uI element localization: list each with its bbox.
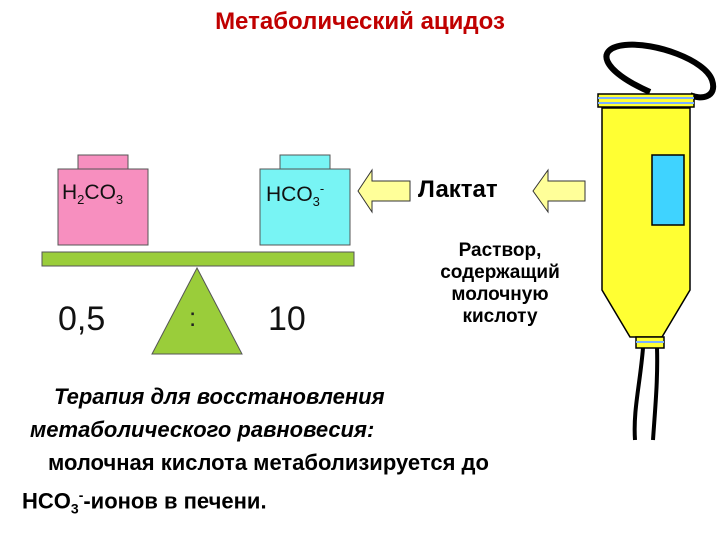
- right-weight-label: HCO3-: [266, 181, 325, 210]
- ratio-separator: :: [189, 302, 197, 332]
- lactate-label: Лактат: [418, 176, 498, 203]
- therapy-line-2: метаболического равновесия:: [30, 417, 375, 442]
- left-ratio-value: 0,5: [58, 300, 106, 338]
- solution-description: Раствор, содержащий молочную кислоту: [440, 240, 560, 327]
- therapy-line-3: молочная кислота метаболизируется до: [48, 450, 489, 475]
- arrow-from-bag-icon: [532, 168, 586, 214]
- left-weight: [57, 154, 149, 246]
- therapy-line-1: Терапия для восстановления: [54, 384, 385, 409]
- left-weight-label: H2CO3: [62, 181, 124, 208]
- fulcrum-triangle: [151, 266, 243, 355]
- balance-beam: [41, 251, 355, 267]
- right-ratio-value: 10: [268, 300, 306, 338]
- therapy-line-4: HCO3--ионов в печени.: [22, 487, 267, 517]
- slide-title: Метаболический ацидоз: [215, 8, 505, 35]
- right-weight: [259, 154, 351, 246]
- infusion-bag-icon: [597, 41, 717, 441]
- arrow-to-balance-icon: [357, 168, 411, 214]
- therapy-text: Терапия для восстановления метаболическо…: [0, 380, 640, 526]
